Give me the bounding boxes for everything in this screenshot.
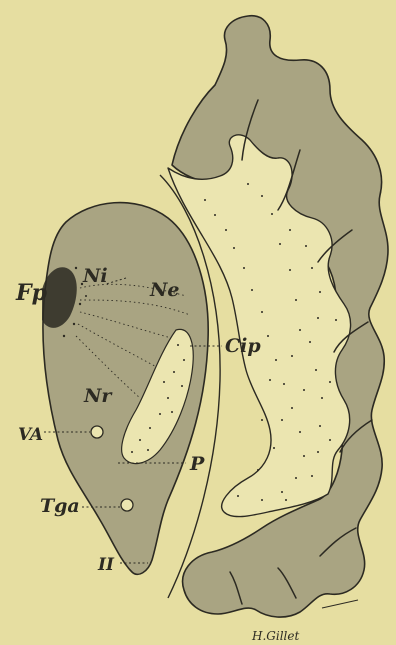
label-va: VA xyxy=(18,425,43,445)
label-fp: Fp xyxy=(15,280,48,306)
label-p: P xyxy=(189,453,205,475)
signature-flourish xyxy=(322,600,358,608)
label-cip: Cip xyxy=(225,335,261,357)
label-ni: Ni xyxy=(82,265,108,287)
va-circle xyxy=(91,426,103,438)
label-ii: II xyxy=(97,555,115,575)
artist-signature: H.Gillet xyxy=(251,629,299,643)
label-tga: Tga xyxy=(40,495,80,517)
label-ne: Ne xyxy=(149,279,179,301)
label-nr: Nr xyxy=(83,385,113,407)
tga-circle xyxy=(121,499,133,511)
